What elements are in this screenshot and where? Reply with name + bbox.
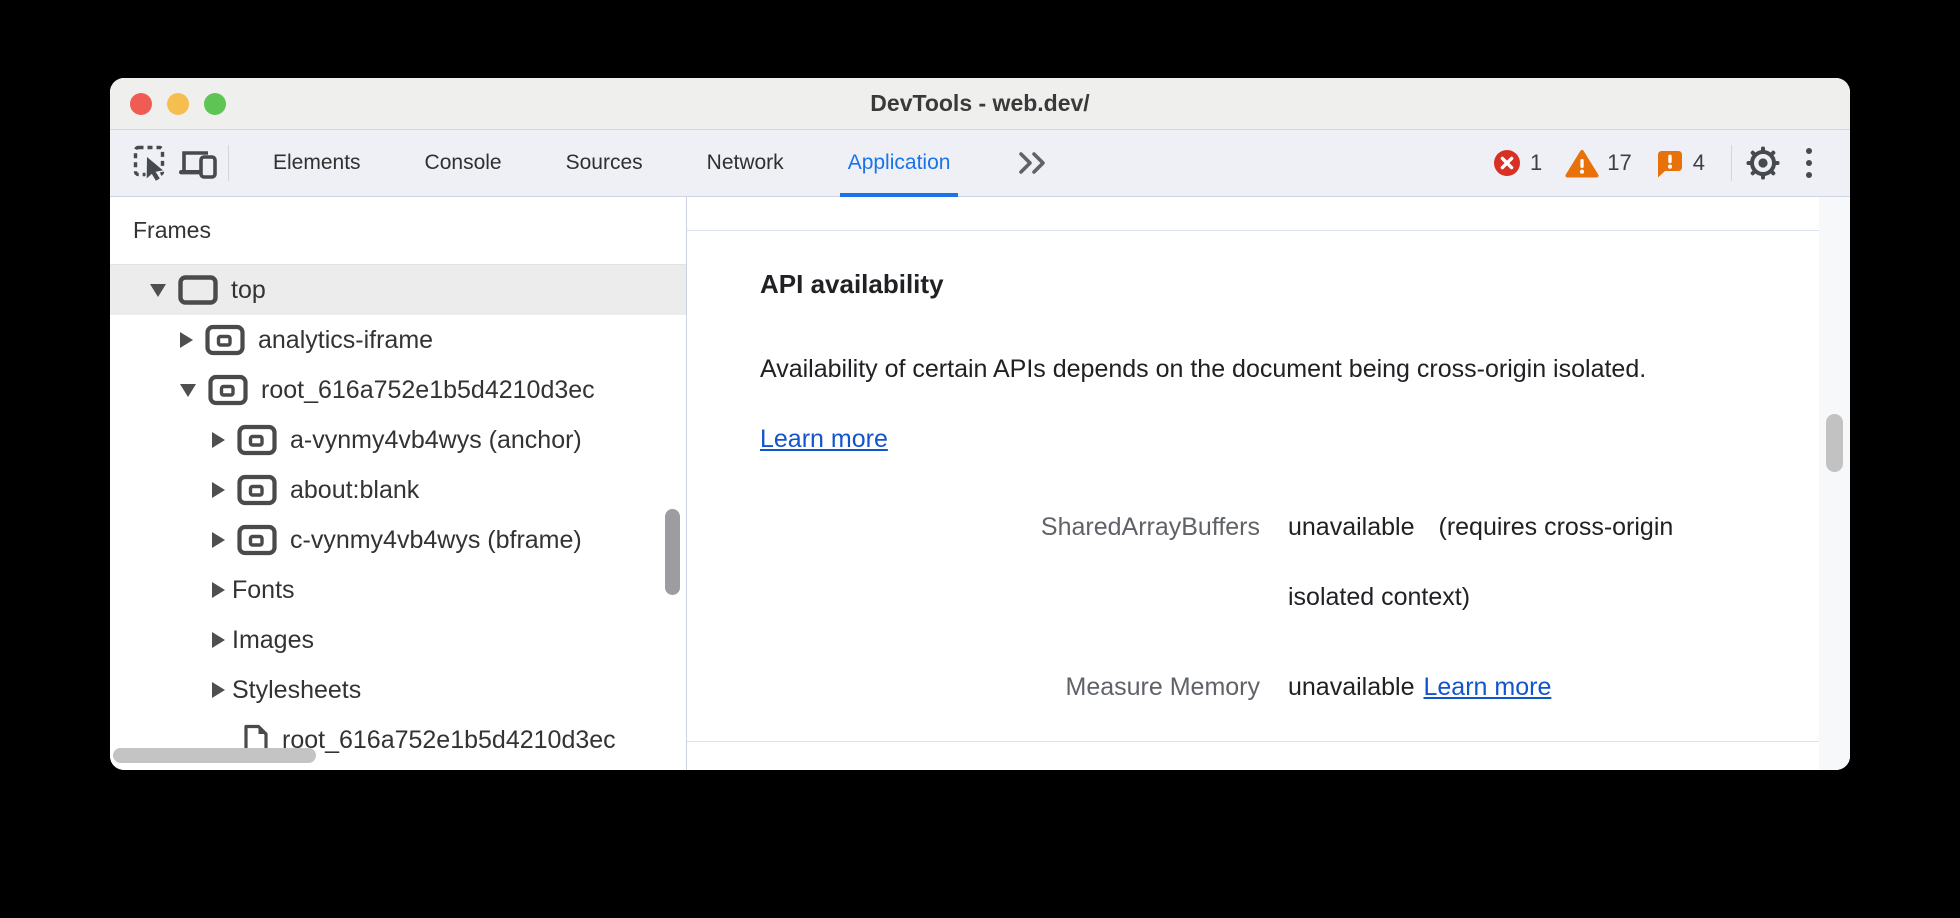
iframe-icon <box>237 474 277 506</box>
tree-item-a-vynmy4vb4wys[interactable]: a-vynmy4vb4wys (anchor) <box>110 415 686 465</box>
report-vertical-scrollbar[interactable] <box>1826 414 1843 472</box>
tree-item-label: Stylesheets <box>232 675 362 704</box>
iframe-icon <box>205 324 245 356</box>
warning-count: 17 <box>1607 150 1632 175</box>
tree-item-label: Fonts <box>232 575 295 604</box>
devtools-window: DevTools - web.dev/ Elements Console Sou… <box>110 78 1850 770</box>
field-status: unavailable <box>1288 673 1415 701</box>
chevron-right-icon[interactable] <box>212 682 225 698</box>
tree-item-fonts[interactable]: Fonts <box>110 565 686 615</box>
report-fields: SharedArrayBuffers unavailable(requires … <box>760 492 1710 722</box>
sidebar-horizontal-scrollbar[interactable] <box>113 748 316 763</box>
minimize-button[interactable] <box>167 92 189 115</box>
tab-sources[interactable]: Sources <box>565 151 643 174</box>
toolbar-divider <box>1731 145 1732 181</box>
field-row-sharedarraybuffers: SharedArrayBuffers unavailable(requires … <box>760 492 1710 632</box>
warning-badge[interactable]: 17 <box>1565 148 1632 179</box>
chevron-right-icon[interactable] <box>212 432 225 448</box>
field-value: unavailable(requires cross-origin isolat… <box>1288 492 1710 632</box>
section-divider <box>687 197 1850 231</box>
field-status: unavailable <box>1288 513 1415 541</box>
settings-gear-icon[interactable] <box>1740 140 1786 186</box>
frame-icon <box>178 275 218 305</box>
section-divider <box>687 741 1819 742</box>
more-tabs-icon[interactable] <box>1008 130 1056 197</box>
tree-item-label: root_616a752e1b5d4210d3ec <box>261 375 595 404</box>
tree-item-root-frame[interactable]: root_616a752e1b5d4210d3ec <box>110 365 686 415</box>
field-detail: (requires cross-origin isolated context) <box>1288 513 1674 611</box>
report-section-title: API availability <box>760 269 944 299</box>
iframe-icon <box>237 524 277 556</box>
tree-item-images[interactable]: Images <box>110 615 686 665</box>
field-value: unavailable Learn more <box>1288 652 1710 722</box>
iframe-icon <box>237 424 277 456</box>
window-title: DevTools - web.dev/ <box>870 90 1090 116</box>
warning-icon <box>1565 149 1599 177</box>
toolbar-right-tools <box>1723 140 1832 186</box>
report-scroll-gutter <box>1819 197 1850 770</box>
tree-item-label: about:blank <box>290 475 420 504</box>
tree-item-root-document[interactable]: root_616a752e1b5d4210d3ec <box>110 715 686 765</box>
learn-more-link[interactable]: Learn more <box>1423 673 1552 701</box>
frames-sidebar: Frames top analytics-ifr <box>110 197 687 770</box>
tree-item-label: c-vynmy4vb4wys (bframe) <box>290 525 582 554</box>
chevron-down-icon[interactable] <box>180 383 196 397</box>
tree-item-label: top <box>231 275 266 304</box>
chevron-right-icon[interactable] <box>212 482 225 498</box>
tree-item-c-vynmy4vb4wys[interactable]: c-vynmy4vb4wys (bframe) <box>110 515 686 565</box>
tree-item-analytics-iframe[interactable]: analytics-iframe <box>110 315 686 365</box>
close-button[interactable] <box>130 92 152 115</box>
chevron-down-icon[interactable] <box>150 283 166 297</box>
issues-icon <box>1657 150 1682 177</box>
device-toolbar-icon[interactable] <box>174 140 220 186</box>
tree-item-stylesheets[interactable]: Stylesheets <box>110 665 686 715</box>
report-description: Availability of certain APIs depends on … <box>760 334 1710 474</box>
tab-console[interactable]: Console <box>424 151 502 174</box>
error-count: 1 <box>1530 150 1543 175</box>
toolbar-divider <box>228 145 229 181</box>
application-report-panel: API availability Availability of certain… <box>687 197 1850 770</box>
tab-elements[interactable]: Elements <box>273 151 361 174</box>
sidebar-vertical-scrollbar[interactable] <box>665 509 680 595</box>
iframe-icon <box>208 374 248 406</box>
console-status-badges: 1 17 4 <box>1492 148 1705 179</box>
tab-network[interactable]: Network <box>706 151 784 174</box>
chevron-right-icon[interactable] <box>180 332 193 348</box>
tree-item-label: a-vynmy4vb4wys (anchor) <box>290 425 582 454</box>
chevron-right-icon[interactable] <box>212 532 225 548</box>
issues-badge[interactable]: 4 <box>1655 148 1705 179</box>
traffic-lights <box>130 78 226 129</box>
error-icon <box>1494 150 1521 176</box>
tab-application[interactable]: Application <box>839 130 959 197</box>
field-label: SharedArrayBuffers <box>1040 513 1260 541</box>
error-badge[interactable]: 1 <box>1492 148 1542 178</box>
panel-tabs: Elements Console Sources Network Applica… <box>267 130 1056 197</box>
more-options-kebab-icon[interactable] <box>1786 140 1832 186</box>
chevron-right-icon[interactable] <box>212 632 225 648</box>
zoom-button[interactable] <box>204 92 226 115</box>
devtools-toolbar: Elements Console Sources Network Applica… <box>110 130 1850 197</box>
tree-item-label: analytics-iframe <box>258 325 434 354</box>
inspect-element-icon[interactable] <box>128 140 174 186</box>
tree-item-label: root_616a752e1b5d4210d3ec <box>282 725 616 754</box>
frames-section-header: Frames <box>110 197 686 265</box>
tree-item-top[interactable]: top <box>110 265 686 315</box>
report-description-text: Availability of certain APIs depends on … <box>760 355 1647 383</box>
tree-item-about-blank[interactable]: about:blank <box>110 465 686 515</box>
titlebar: DevTools - web.dev/ <box>110 78 1850 130</box>
chevron-right-icon[interactable] <box>212 582 225 598</box>
field-label: Measure Memory <box>1065 673 1261 701</box>
learn-more-link[interactable]: Learn more <box>760 425 888 453</box>
tree-item-label: Images <box>232 625 314 654</box>
issues-count: 4 <box>1692 150 1705 175</box>
main-area: Frames top analytics-ifr <box>110 197 1850 770</box>
field-row-measure-memory: Measure Memory unavailable Learn more <box>760 652 1710 722</box>
